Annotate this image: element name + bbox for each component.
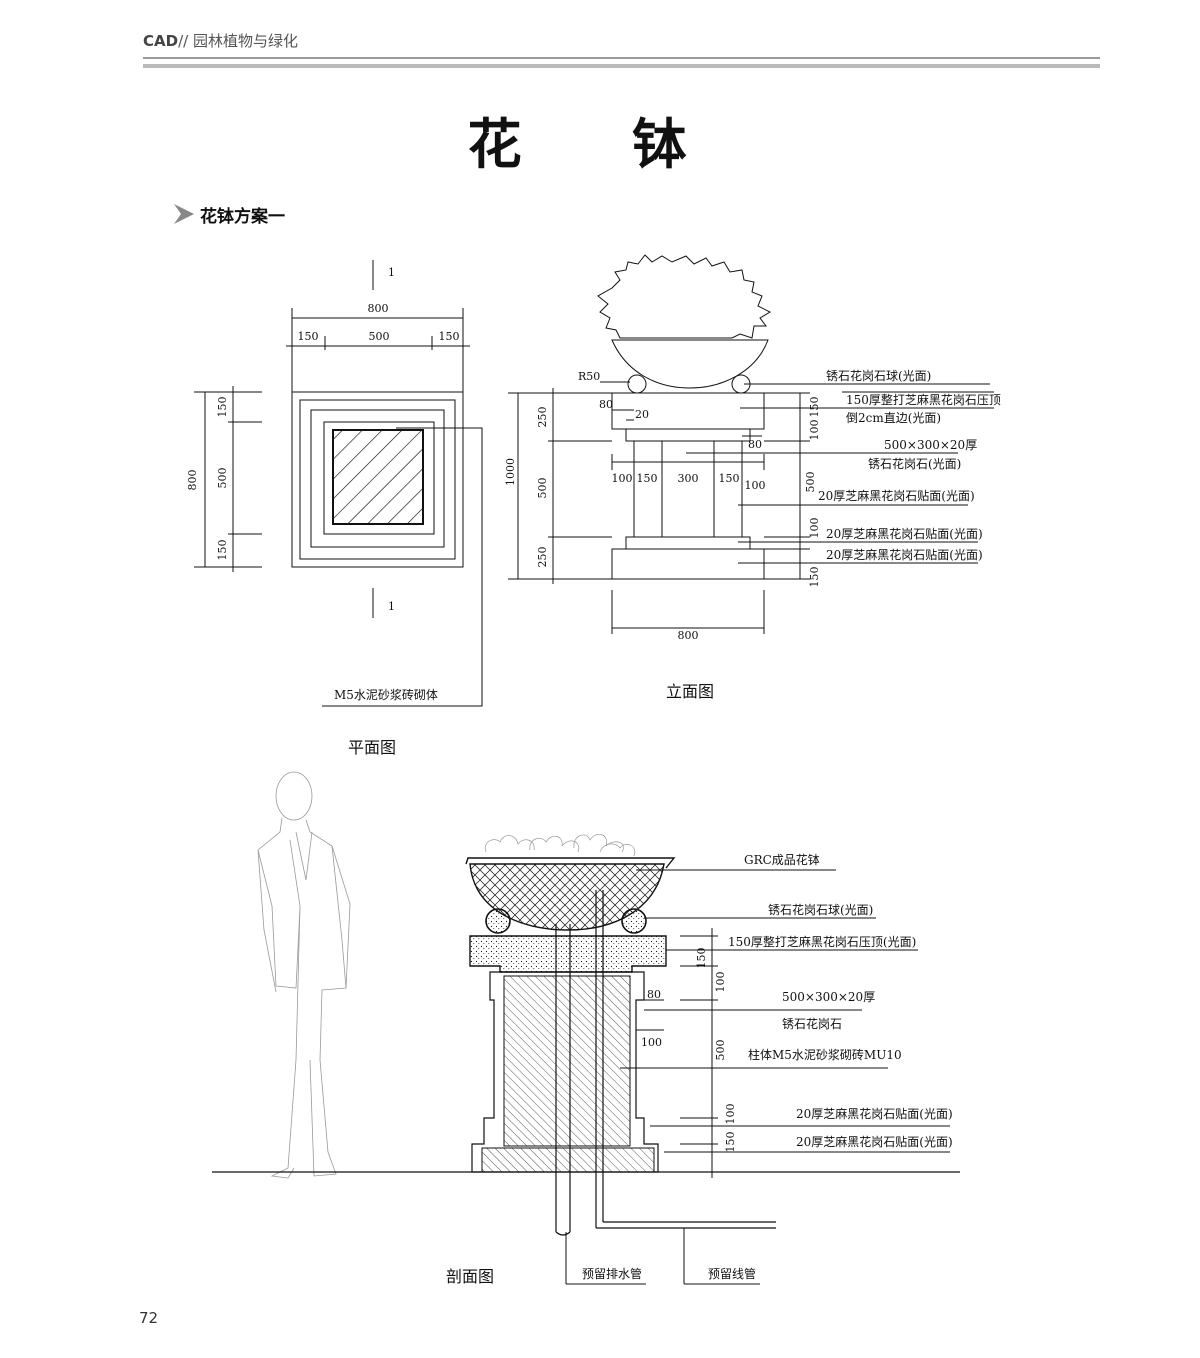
section-arrow-icon [174, 204, 194, 224]
plan-dim-top-a: 150 [298, 330, 319, 343]
elev-label-cap1: 150厚整打芝麻黑花岗石压顶 [846, 392, 1001, 407]
elev-dim-mid-c: 300 [678, 472, 699, 485]
elev-dim-mid-d: 150 [719, 472, 740, 485]
elev-label-face2: 20厚芝麻黑花岗石贴面(光面) [826, 526, 983, 541]
elev-dim-mid-b: 150 [637, 472, 658, 485]
elev-label-face3: 20厚芝麻黑花岗石贴面(光面) [826, 547, 983, 562]
human-figure [257, 771, 351, 1179]
header-subtitle: 园林植物与绿化 [192, 32, 298, 50]
plan-caption: 平面图 [348, 738, 396, 757]
section-heading-text: 花钵方案一 [200, 207, 285, 227]
elev-dim-left-a: 250 [536, 407, 549, 428]
section-plants [484, 833, 636, 857]
section-dim-e: 500 [714, 1040, 727, 1061]
elev-label-cap2: 倒2cm直边(光面) [846, 411, 941, 425]
elev-label-stone2: 锈石花岗石(光面) [868, 456, 961, 471]
plan-dim-top-total: 800 [368, 302, 389, 315]
plan-dim-top-c: 150 [439, 330, 460, 343]
plan-dim-left-total: 800 [186, 470, 199, 491]
elev-dim-right-d: 100 [808, 518, 821, 539]
elev-dim-mid-e: 100 [745, 479, 766, 492]
elev-dim-right-a: 150 [808, 397, 821, 418]
elev-dim-left-c: 250 [536, 547, 549, 568]
section-dim-d: 100 [641, 1036, 662, 1049]
elev-dim-right-e: 150 [808, 567, 821, 588]
plan-dim-top-b: 500 [369, 330, 390, 343]
elevation-caption: 立面图 [666, 682, 714, 701]
section-label-cap: 150厚整打芝麻黑花岗石压顶(光面) [728, 934, 916, 949]
section-label-ball: 锈石花岗石球(光面) [768, 902, 873, 917]
elev-dim-mid-a: 100 [612, 472, 633, 485]
plan-dim-left-b: 500 [216, 468, 229, 489]
elev-label-ball: 锈石花岗石球(光面) [826, 368, 931, 383]
section-label-conduit: 预留线管 [708, 1266, 756, 1281]
section-dim-a: 150 [695, 948, 708, 969]
section-label-face1: 20厚芝麻黑花岗石贴面(光面) [796, 1106, 953, 1121]
elev-dim-left-b: 500 [536, 478, 549, 499]
section-dim-f: 100 [724, 1104, 737, 1125]
elev-label-face1: 20厚芝麻黑花岗石贴面(光面) [818, 488, 975, 503]
section-dim-c: 80 [647, 988, 661, 1001]
elev-dim-right-c: 500 [804, 472, 817, 493]
section-caption: 剖面图 [446, 1267, 494, 1286]
section-label-drain: 预留排水管 [582, 1266, 642, 1281]
page-number: 72 [139, 1309, 159, 1327]
header-rule-top [143, 57, 1100, 59]
plan-note: M5水泥砂浆砖砌体 [334, 687, 438, 702]
page-title: 花 钵 [467, 112, 733, 176]
header-brand: CAD [143, 32, 179, 50]
elev-r50-label: R50 [578, 370, 600, 383]
elevation-view: R50 1000 250 500 250 80 20 80 100 150 30… [504, 254, 1001, 701]
plan-section-mark-top: 1 [388, 266, 395, 279]
elev-dim-right-b: 100 [808, 420, 821, 441]
section-heading: 花钵方案一 [172, 202, 285, 227]
section-label-core: 柱体M5水泥砂浆砌砖MU10 [748, 1047, 902, 1062]
header-rule-bottom [143, 64, 1100, 68]
plan-section-mark-bottom: 1 [388, 600, 395, 613]
header-separator: // [178, 32, 189, 50]
section-dim-b: 100 [714, 972, 727, 993]
section-dim-g: 150 [724, 1132, 737, 1153]
section-label-stone2: 锈石花岗石 [782, 1016, 842, 1031]
section-view: GRC成品花钵 锈石花岗石球(光面) 150厚整打芝麻黑花岗石压顶(光面) 50… [212, 771, 960, 1286]
elev-dim-80: 80 [599, 398, 613, 411]
elev-label-stone1: 500×300×20厚 [884, 438, 977, 452]
section-label-face2: 20厚芝麻黑花岗石贴面(光面) [796, 1134, 953, 1149]
plan-view: 1 1 800 150 500 150 800 150 500 150 M5水泥… [186, 260, 483, 757]
elev-dim-bottom: 800 [678, 629, 699, 642]
section-label-bowl: GRC成品花钵 [744, 852, 820, 867]
elev-dim-80b: 80 [748, 438, 762, 451]
plan-dim-left-a: 150 [216, 397, 229, 418]
plan-dim-left-c: 150 [216, 540, 229, 561]
page-header: CAD// 园林植物与绿化 [143, 30, 298, 51]
section-label-stone1: 500×300×20厚 [782, 990, 875, 1004]
elev-dim-20: 20 [635, 408, 649, 421]
elev-dim-left-total: 1000 [504, 458, 517, 486]
